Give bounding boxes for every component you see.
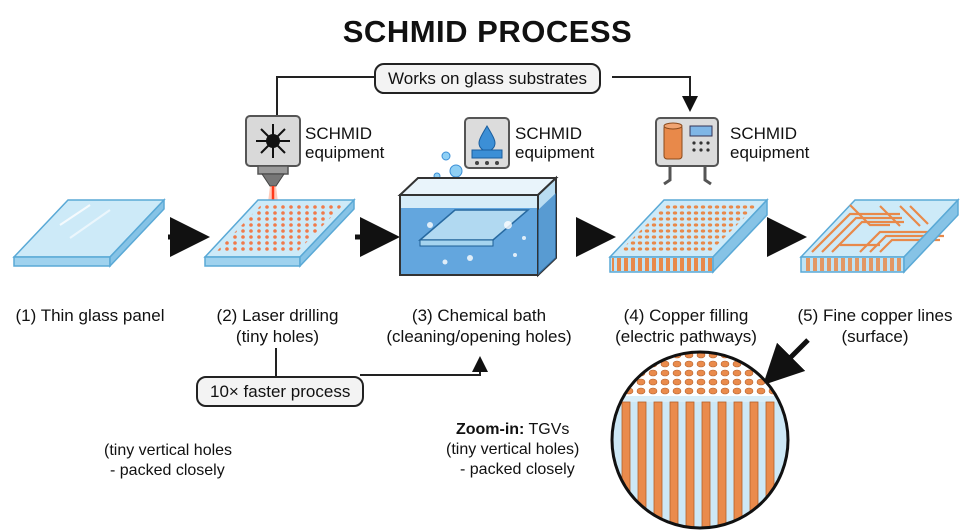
chemical-tank [397,175,559,278]
plating-equipment-label: SCHMID equipment [730,124,810,162]
step-2-label: (2) Laser drilling (tiny holes) [216,306,339,346]
works-on-glass-label: Works on glass substrates [374,63,602,94]
faster-process-label: 10× faster process [196,376,365,407]
page-title: SCHMID PROCESS [342,14,633,49]
step-1-label: (1) Thin glass panel [15,306,165,325]
plating-machine-icon [663,122,713,160]
laser-icon [256,124,290,158]
top-connector [276,76,698,115]
copper-lines-panel [799,198,960,274]
glass-panel-2 [203,198,356,268]
zoom-circle [610,350,790,530]
zoom-arrow [762,338,810,386]
laser-device [245,115,301,187]
laser-equipment-label: SCHMID equipment [305,124,385,162]
plating-machine [655,117,719,186]
step-3-label: (3) Chemical bath (cleaning/opening hole… [386,306,572,346]
glass-panel-1 [12,198,166,268]
bath-equipment-label: SCHMID equipment [515,124,595,162]
step-4-label: (4) Copper filling (electric pathways) [615,306,757,346]
bath-machine [464,117,510,169]
copper-filled-panel [608,198,769,274]
step-5-label: (5) Fine copper lines (surface) [797,306,953,346]
left-note: (tiny vertical holes - packed closely [104,442,233,479]
zoom-note: Zoom-in: TGVs (tiny vertical holes) - pa… [446,421,580,478]
